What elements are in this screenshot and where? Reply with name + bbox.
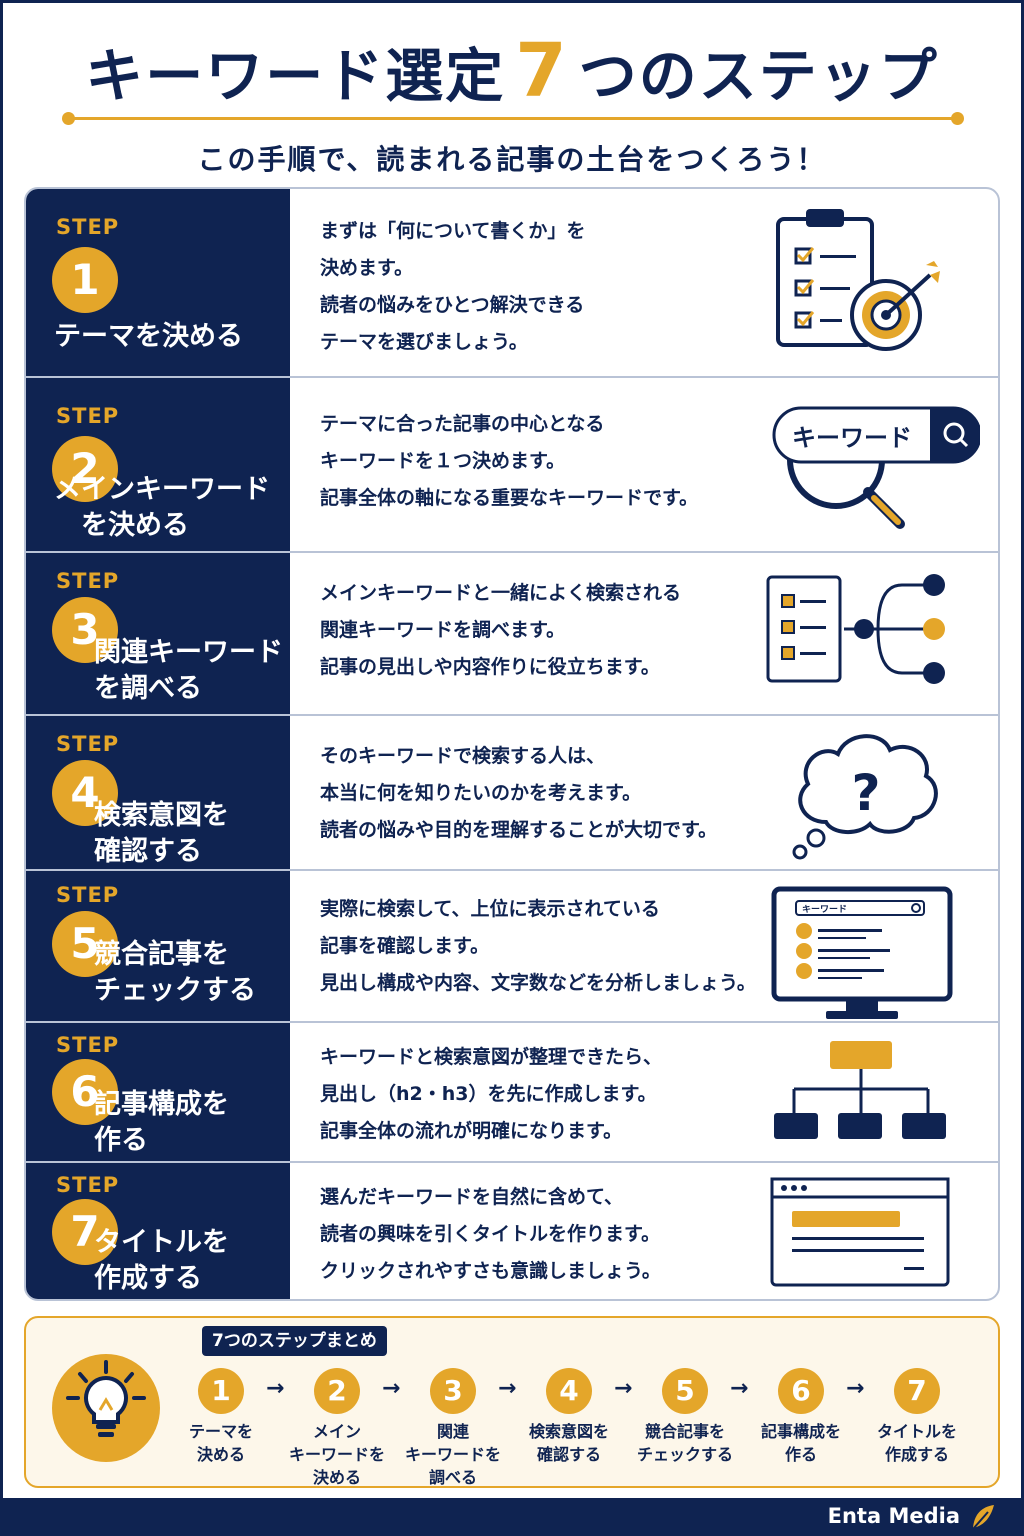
flow-arrow-icon: → — [614, 1376, 633, 1401]
monitor-search-text: キーワード — [802, 905, 848, 915]
summary-step-5: 5 競合記事を チェックする — [630, 1368, 740, 1466]
step-description: まずは「何について書くか」を 決めます。 読者の悩みをひとつ解決できる テーマを… — [320, 220, 586, 353]
summary-title: 7つのステップまとめ — [202, 1326, 387, 1356]
flow-arrow-icon: → — [266, 1376, 285, 1401]
title-divider — [62, 112, 964, 125]
hierarchy-icon — [746, 1023, 986, 1161]
step-description: 選んだキーワードを自然に含めて、 読者の興味を引くタイトルを作ります。 クリック… — [320, 1186, 661, 1282]
step-4-header: STEP 4 検索意図を 確認する — [26, 716, 290, 869]
thought-question-icon: ? — [746, 716, 986, 869]
summary-step-4: 4 検索意図を 確認する — [514, 1368, 624, 1466]
step-number: 1 — [52, 247, 118, 313]
step-1: STEP 1 テーマを決める まずは「何について書くか」を 決めます。 読者の悩… — [26, 189, 998, 378]
flow-arrow-icon: → — [730, 1376, 749, 1401]
step-title: テーマを決める — [54, 321, 243, 352]
title-text-before: キーワード選定 — [85, 42, 506, 110]
clipboard-target-icon — [746, 189, 986, 376]
footer-bar: Enta Media — [0, 1498, 1024, 1536]
step-title: タイトルを 作成する — [94, 1227, 229, 1294]
step-2-header: STEP 2 メインキーワード を決める — [26, 378, 290, 551]
browser-window-icon — [746, 1163, 986, 1299]
step-label: STEP — [56, 569, 120, 593]
step-number: 6 — [52, 1059, 118, 1125]
step-number: 7 — [52, 1199, 118, 1265]
steps-list: STEP 1 テーマを決める まずは「何について書くか」を 決めます。 読者の悩… — [24, 187, 1000, 1301]
step-number: 4 — [52, 760, 118, 826]
step-title: 検索意図を 確認する — [94, 800, 229, 867]
flow-arrow-icon: → — [846, 1376, 865, 1401]
step-title: メインキーワード を決める — [54, 474, 270, 541]
search-magnifier-icon: キーワード — [746, 378, 986, 551]
monitor-results-icon: キーワード — [746, 871, 986, 1021]
step-6: STEP 6 記事構成を 作る キーワードと検索意図が整理できたら、 見出し（h… — [26, 1023, 998, 1163]
step-number: 3 — [52, 597, 118, 663]
step-description: メインキーワードと一緒によく検索される 関連キーワードを調べます。 記事の見出し… — [320, 582, 682, 678]
flow-arrow-icon: → — [498, 1376, 517, 1401]
step-label: STEP — [56, 215, 120, 239]
svg-text:?: ? — [851, 764, 880, 822]
flow-arrow-icon: → — [382, 1376, 401, 1401]
step-label: STEP — [56, 883, 120, 907]
step-5: STEP 5 競合記事を チェックする 実際に検索して、上位に表示されている 記… — [26, 871, 998, 1023]
title-number: 7 — [515, 28, 569, 114]
step-title: 記事構成を 作る — [94, 1089, 229, 1156]
page-subtitle: この手順で、読まれる記事の土台をつくろう！ — [197, 143, 827, 176]
step-label: STEP — [56, 732, 120, 756]
step-number: 5 — [52, 911, 118, 977]
step-label: STEP — [56, 1033, 120, 1057]
step-title: 関連キーワード を調べる — [94, 637, 283, 704]
step-description: 実際に検索して、上位に表示されている 記事を確認します。 見出し構成や内容、文字… — [320, 898, 756, 994]
title-text-after: つのステップ — [578, 42, 939, 110]
step-7: STEP 7 タイトルを 作成する 選んだキーワードを自然に含めて、 読者の興味… — [26, 1163, 998, 1299]
summary-step-1: 1 テーマを 決める — [166, 1368, 276, 1466]
step-number: 2 — [52, 436, 118, 502]
step-description: キーワードと検索意図が整理できたら、 見出し（h2・h3）を先に作成します。 記… — [320, 1046, 663, 1142]
summary-step-7: 7 タイトルを 作成する — [862, 1368, 972, 1466]
summary-step-2: 2 メイン キーワードを 決める — [282, 1368, 392, 1489]
step-label: STEP — [56, 1173, 120, 1197]
step-description: そのキーワードで検索する人は、 本当に何を知りたいのかを考えます。 読者の悩みや… — [320, 745, 718, 841]
search-box-text: キーワード — [792, 424, 912, 452]
summary-step-6: 6 記事構成を 作る — [746, 1368, 856, 1466]
summary-panel: 7つのステップまとめ 1 テーマを 決める → 2 メイン キーワードを 決める… — [24, 1316, 1000, 1488]
step-6-header: STEP 6 記事構成を 作る — [26, 1023, 290, 1161]
list-branch-icon — [746, 553, 986, 714]
step-4: STEP 4 検索意図を 確認する そのキーワードで検索する人は、 本当に何を知… — [26, 716, 998, 871]
step-5-header: STEP 5 競合記事を チェックする — [26, 871, 290, 1021]
feather-icon — [968, 1502, 998, 1536]
step-3-header: STEP 3 関連キーワード を調べる — [26, 553, 290, 714]
lightbulb-icon — [52, 1354, 160, 1462]
step-7-header: STEP 7 タイトルを 作成する — [26, 1163, 290, 1299]
summary-step-3: 3 関連 キーワードを 調べる — [398, 1368, 508, 1489]
step-description: テーマに合った記事の中心となる キーワードを１つ決めます。 記事全体の軸になる重… — [320, 413, 699, 509]
step-1-header: STEP 1 テーマを決める — [26, 189, 290, 376]
step-3: STEP 3 関連キーワード を調べる メインキーワードと一緒によく検索される … — [26, 553, 998, 716]
step-label: STEP — [56, 404, 120, 428]
brand-name: Enta Media — [827, 1504, 960, 1528]
step-title: 競合記事を チェックする — [94, 939, 256, 1006]
step-2: STEP 2 メインキーワード を決める テーマに合った記事の中心となる キーワ… — [26, 378, 998, 553]
